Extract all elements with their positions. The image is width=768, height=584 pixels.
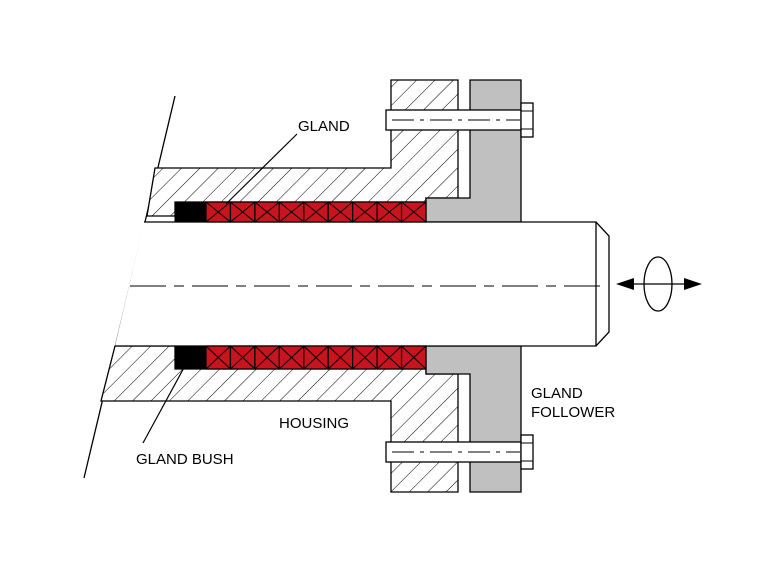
packing-ring-lower (376, 345, 403, 370)
label-gland-bush: GLAND BUSH (136, 451, 234, 468)
gland-bush-leader (142, 363, 187, 444)
packing-ring-upper (376, 201, 403, 223)
label-gland-follower-line2: FOLLOWER (531, 404, 615, 421)
shaft (115, 221, 610, 347)
packing-ring-lower (400, 345, 427, 370)
packing-ring-upper (278, 201, 305, 223)
packing-rings-upper (205, 201, 427, 223)
gland-bush-lower (174, 345, 207, 370)
bolt-lower (385, 434, 534, 470)
packing-ring-lower (229, 345, 256, 370)
rotation-arrows-icon (616, 256, 702, 312)
packing-ring-upper (352, 201, 378, 223)
housing-upper (146, 79, 459, 217)
label-gland-follower-line1: GLAND (531, 385, 583, 402)
packing-ring-upper (205, 201, 232, 223)
packing-ring-lower (205, 345, 232, 370)
packing-ring-lower (303, 345, 329, 370)
packing-ring-lower (352, 345, 378, 370)
packing-rings-lower (205, 345, 427, 370)
packing-ring-upper (303, 201, 329, 223)
label-gland: GLAND (298, 118, 350, 135)
label-housing: HOUSING (279, 415, 349, 432)
packing-ring-upper (400, 201, 427, 223)
gland-leader (225, 133, 298, 205)
bolt-upper (385, 102, 534, 138)
packing-ring-lower (278, 345, 305, 370)
packing-ring-upper (254, 201, 280, 223)
packing-ring-upper (229, 201, 256, 223)
packing-ring-lower (327, 345, 354, 370)
packing-ring-lower (254, 345, 280, 370)
gland-bush-upper (174, 201, 207, 223)
packing-ring-upper (327, 201, 354, 223)
